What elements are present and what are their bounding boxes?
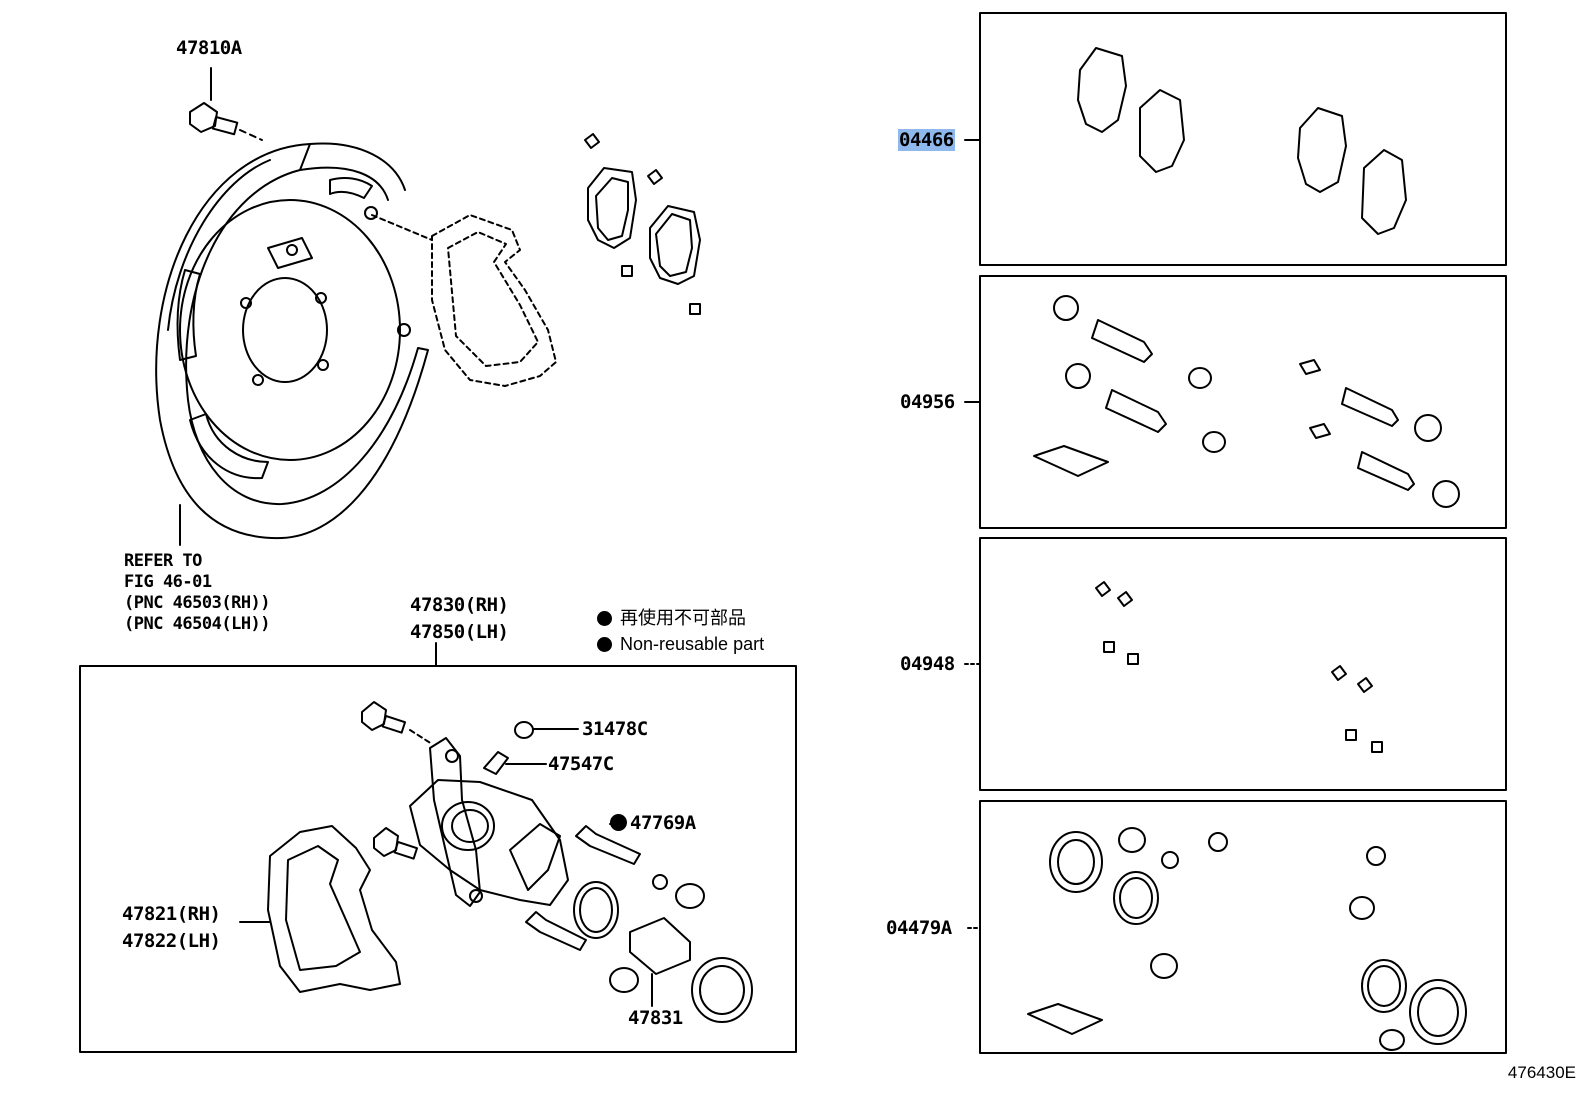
label-47769a[interactable]: 47769A bbox=[610, 812, 696, 834]
dust-shield-drawing bbox=[155, 142, 429, 546]
kit-box-clips bbox=[979, 537, 1507, 791]
label-04948[interactable]: 04948 bbox=[900, 653, 955, 675]
caliper-box bbox=[79, 665, 797, 1053]
label-04956[interactable]: 04956 bbox=[900, 391, 955, 413]
kit-pads-drawing bbox=[1077, 47, 1407, 235]
refer-line-3: (PNC 46503(RH)) bbox=[124, 593, 271, 613]
refer-line-1: REFER TO bbox=[124, 551, 202, 571]
kit-seals-drawing bbox=[1027, 827, 1467, 1051]
label-04479a[interactable]: 04479A bbox=[886, 917, 952, 939]
label-47822-lh[interactable]: 47822(LH) bbox=[122, 930, 221, 952]
bracket-dashed-drawing bbox=[371, 214, 557, 387]
pads-middle-drawing bbox=[584, 133, 701, 315]
bullet-icon bbox=[597, 611, 612, 626]
label-04466[interactable]: 04466 bbox=[898, 129, 955, 151]
kit-pins-drawing bbox=[1033, 295, 1460, 508]
legend-japanese: 再使用不可部品 bbox=[597, 606, 746, 630]
label-47810a[interactable]: 47810A bbox=[176, 37, 242, 59]
kit-box-pins bbox=[979, 275, 1507, 529]
label-47830-rh[interactable]: 47830(RH) bbox=[410, 594, 509, 616]
refer-line-4: (PNC 46504(LH)) bbox=[124, 614, 271, 634]
bullet-icon bbox=[597, 637, 612, 652]
label-47850-lh[interactable]: 47850(LH) bbox=[410, 621, 509, 643]
bolt-47810a-drawing bbox=[189, 67, 263, 141]
kit-box-seals bbox=[979, 800, 1507, 1054]
non-reusable-dot-icon bbox=[610, 814, 627, 831]
caliper-assembly-drawing bbox=[239, 701, 753, 1023]
label-47821-rh[interactable]: 47821(RH) bbox=[122, 903, 221, 925]
legend-non-reusable: Non-reusable part bbox=[597, 632, 764, 656]
label-47547c[interactable]: 47547C bbox=[548, 753, 614, 775]
label-31478c[interactable]: 31478C bbox=[582, 718, 648, 740]
kit-clips-drawing bbox=[1095, 581, 1383, 753]
kit-box-pads bbox=[979, 12, 1507, 266]
figure-code: 476430E bbox=[1507, 1063, 1576, 1082]
refer-line-2: FIG 46-01 bbox=[124, 572, 212, 592]
label-47831[interactable]: 47831 bbox=[628, 1007, 683, 1029]
